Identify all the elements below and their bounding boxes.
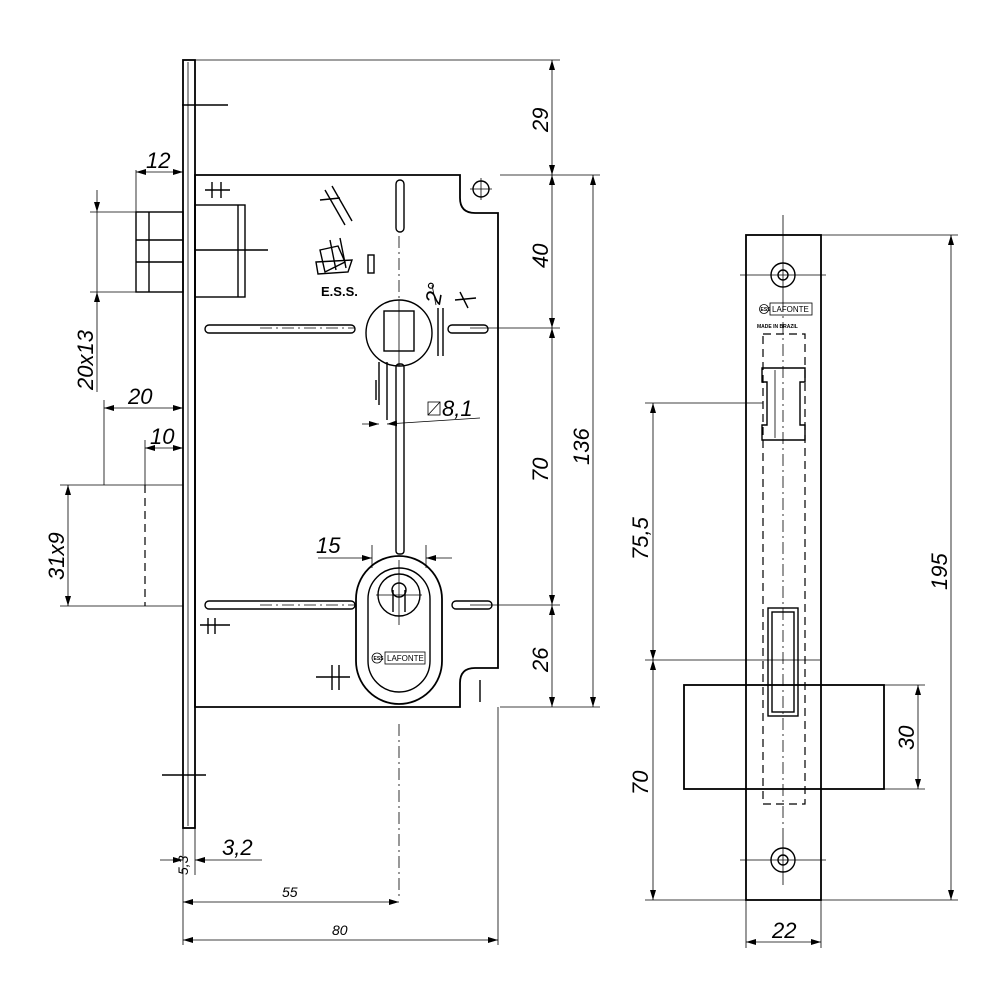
front-view: E.S.S. xyxy=(44,59,600,945)
dim-26: 26 xyxy=(528,647,553,673)
svg-text:ESS: ESS xyxy=(374,656,385,662)
dim-10: 10 xyxy=(150,424,175,449)
connecting-rod xyxy=(395,363,405,555)
slot-right-upper xyxy=(447,324,489,334)
dim-80: 80 xyxy=(332,922,348,938)
dim-30: 30 xyxy=(894,725,919,750)
brand-label-front: LAFONTE xyxy=(387,654,424,663)
dim-136: 136 xyxy=(569,428,594,465)
dim-70-front: 70 xyxy=(528,457,553,482)
dim-75-5: 75,5 xyxy=(628,516,653,560)
dim-22: 22 xyxy=(771,918,796,943)
slot-left-upper xyxy=(204,324,356,334)
latch-bolt-side xyxy=(761,367,806,441)
dim-2-degrees: 2° xyxy=(420,281,448,307)
latch-bolt xyxy=(135,204,268,298)
dim-195: 195 xyxy=(927,553,952,590)
faceplate xyxy=(182,59,196,829)
dim-3-2: 3,2 xyxy=(222,835,253,860)
dim-40: 40 xyxy=(528,243,553,268)
dim-20x13: 20x13 xyxy=(73,329,98,391)
ess-mechanism: E.S.S. xyxy=(315,185,375,299)
follower xyxy=(365,291,477,420)
dim-15: 15 xyxy=(316,533,341,558)
made-in-label: MADE IN BRAZIL xyxy=(757,324,798,330)
dim-8-1: 8,1 xyxy=(442,396,473,421)
dim-20: 20 xyxy=(127,384,153,409)
cylinder-escutcheon: ESS LAFONTE xyxy=(355,555,443,705)
faceplate-side xyxy=(745,234,822,901)
dim-29: 29 xyxy=(528,108,553,133)
svg-text:ESS: ESS xyxy=(761,307,772,313)
lock-case xyxy=(194,174,499,708)
slot-top xyxy=(395,179,405,233)
dim-12: 12 xyxy=(146,148,170,173)
cylinder-housing-side xyxy=(683,684,885,790)
dim-55: 55 xyxy=(282,884,298,900)
dim-70-side: 70 xyxy=(628,770,653,795)
brand-label-side: LAFONTE xyxy=(772,305,809,314)
ess-label: E.S.S. xyxy=(321,284,358,299)
side-view: ESS LAFONTE MADE IN BRAZIL 75,5 70 195 3… xyxy=(628,215,958,948)
dim-31x9: 31x9 xyxy=(44,532,69,580)
dim-5-3: 5,3 xyxy=(175,855,191,875)
